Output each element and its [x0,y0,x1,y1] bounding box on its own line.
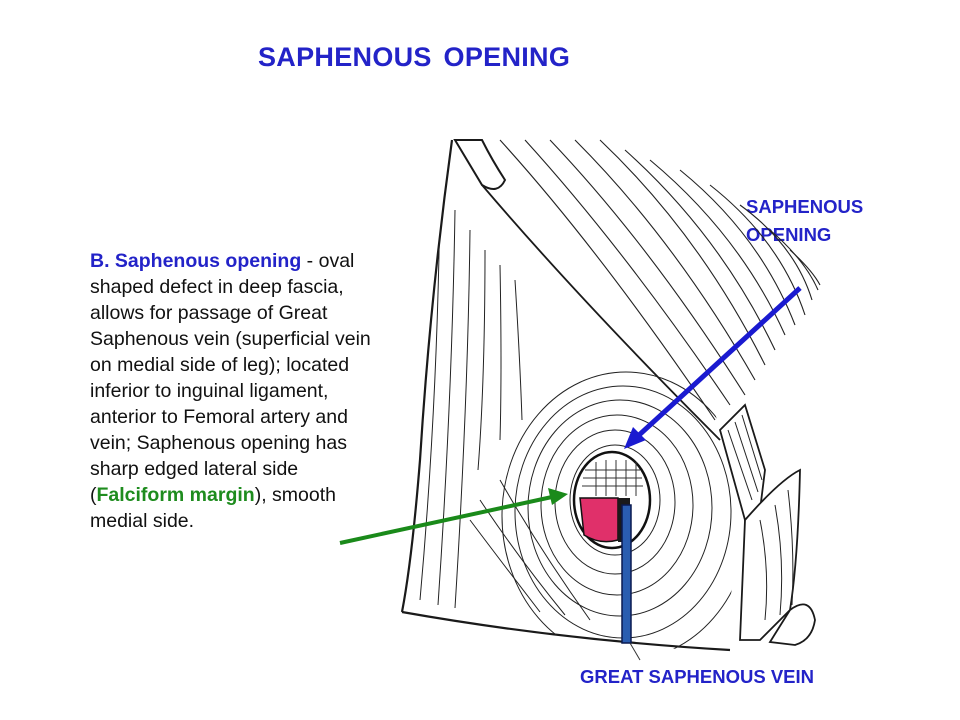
saphenous-opening-label-line2: OPENING [746,224,832,245]
inguinal-ligament-line [481,184,721,441]
adductor-fibres [727,414,794,621]
falciform-margin-term: Falciform margin [96,484,255,506]
vein-leader-line [629,642,641,661]
cribriform-fascia [582,460,643,496]
description-part1: - oval shaped defect in deep fascia, all… [90,250,371,506]
description-part2: ), smooth medial side. [90,484,336,532]
great-saphenous-vein [621,504,632,644]
description-lead: B. Saphenous opening [90,250,302,272]
page-title: SAPHENOUS OPENING [258,42,571,72]
falciform-margin-arrow [339,488,568,545]
saphenous-opening-arrow [624,286,802,449]
description-text: B. Saphenous opening - oval shaped defec… [90,248,390,534]
inguinal-ligament-fold [453,139,507,190]
thigh-outline [400,139,731,652]
fascia-lata-fibres [419,189,591,621]
adductor-tissue [718,403,816,646]
great-saphenous-vein-label: GREAT SAPHENOUS VEIN [580,666,815,687]
femoral-vessel [579,497,619,543]
saphenous-opening-label-line1: SAPHENOUS [746,196,864,217]
saphenous-opening-label: SAPHENOUS OPENING [746,193,863,249]
